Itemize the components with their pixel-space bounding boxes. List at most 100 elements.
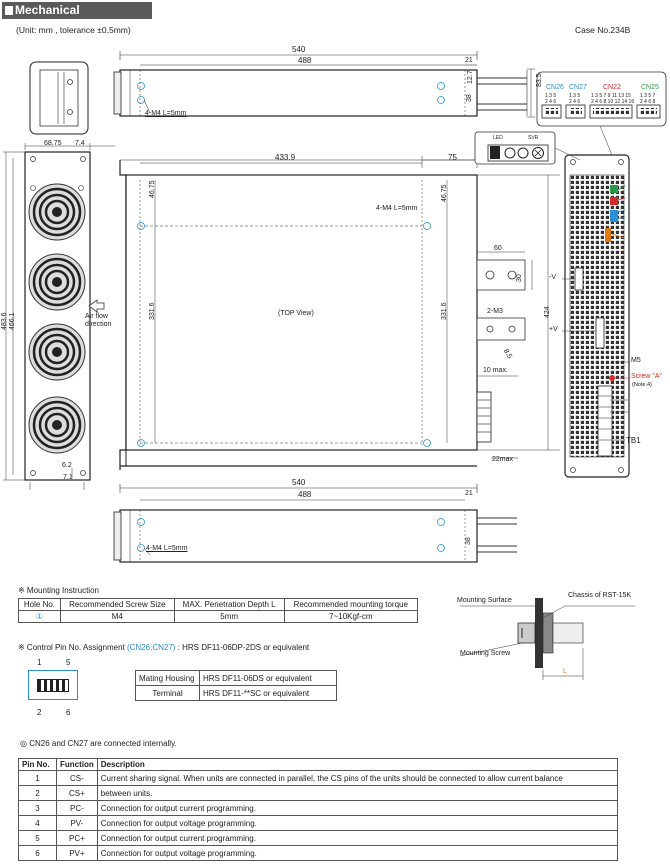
cn27-label: CN27: [569, 84, 587, 91]
mounting-diagram: [459, 598, 635, 680]
led-label: LED: [493, 135, 503, 141]
table-row: 5 PC+ Connection for output current prog…: [18, 830, 619, 846]
pin-function: PC+: [56, 830, 98, 846]
mounting-col-hole: Hole No.: [18, 598, 61, 611]
terminal-value: HRS DF11-**SC or equivalent: [199, 685, 337, 701]
svr-label: SVR: [528, 135, 539, 141]
dim-21-bottom: 21: [465, 490, 473, 497]
dim-21-top: 21: [465, 57, 473, 64]
dim-466-1: 466.1: [9, 312, 16, 330]
note4-label: (Note.4): [632, 382, 652, 388]
dim-38-top: 38: [466, 94, 473, 102]
led-svr-callout: [474, 131, 581, 165]
top-view: [119, 156, 560, 470]
pin-function: CS+: [56, 785, 98, 801]
pin-1-label: 1: [37, 658, 42, 667]
pin-description: Connection for output current programmin…: [96, 800, 619, 816]
cn22-top-pins: 1 3 5 7 9 11 13 15: [591, 93, 631, 99]
dim-7-1: 7.1: [63, 474, 73, 481]
l-dimension-label: L: [563, 668, 567, 675]
dim-483-6: 483.6: [1, 312, 8, 330]
pin-description: Connection for output voltage programmin…: [96, 815, 619, 831]
dim-433-9: 433.9: [275, 153, 296, 162]
dim-12-7: 12.7: [467, 70, 474, 84]
pin-6-label: 6: [66, 708, 71, 717]
pin-function: PC-: [56, 800, 98, 816]
mounting-table: Hole No. Recommended Screw Size MAX. Pen…: [18, 598, 419, 623]
top-side-view: [113, 51, 535, 118]
connector-callout: [536, 71, 667, 156]
unit-note: (Unit: mm , tolerance ±0.5mm): [16, 25, 131, 35]
mounting-torque-cell: 7~10Kgf-cm: [283, 610, 419, 623]
screw-label-bottom: 4-M4 L=5mm: [146, 545, 188, 552]
pin-function: CS-: [56, 770, 98, 786]
control-title-suffix: : HRS DF11-06DP-2DS or equivalent: [175, 643, 310, 652]
dim-10-max: 10 max.: [483, 367, 508, 374]
screw-a-label: Screw "A": [631, 373, 663, 380]
fan-4-icon: [28, 396, 86, 454]
dim-6-2: 6.2: [62, 462, 72, 469]
dim-488-top: 488: [298, 56, 312, 65]
mounting-surface-label: Mounting Surface: [457, 597, 512, 604]
cn26-bottom-pins: 2 4 6: [545, 99, 557, 105]
pin-function: PV-: [56, 815, 98, 831]
pin-function: PV+: [56, 845, 98, 861]
dim-60: 60: [494, 245, 502, 252]
dim-488-bottom: 488: [298, 490, 312, 499]
bottom-side-view: [113, 484, 517, 563]
table-row: ① M4 5mm 7~10Kgf-cm: [18, 610, 419, 623]
mounting-hole-cell: ①: [18, 610, 61, 623]
table-row: 4 PV- Connection for output voltage prog…: [18, 815, 619, 831]
table-row: 3 PC- Connection for output current prog…: [18, 800, 619, 816]
mounting-col-screw: Recommended Screw Size: [59, 598, 175, 611]
connected-note: ◎ CN26 and CN27 are connected internally…: [20, 739, 177, 748]
pin-header-row: Pin No. Function Description: [18, 758, 619, 771]
pin-5-label: 5: [66, 658, 71, 667]
cn22-bottom-pins: 2 4 6 8 10 12 14 16: [591, 99, 635, 105]
m5-label: M5: [631, 357, 641, 364]
pin-number: 1: [18, 770, 57, 786]
pin-col-description: Description: [96, 758, 619, 771]
tb1-label: TB1: [626, 436, 641, 445]
mounting-col-torque: Recommended mounting torque: [283, 598, 419, 611]
cn22-label: CN22: [603, 84, 621, 91]
dim-22-max: 22max: [492, 456, 514, 463]
control-title-prefix: ※ Control Pin No. Assignment: [18, 643, 127, 652]
cn27-bottom-pins: 2 4 6: [569, 99, 581, 105]
front-view: [3, 61, 115, 490]
case-number: Case No.234B: [575, 25, 631, 35]
cn26-label: CN26: [546, 84, 564, 91]
pin-number: 5: [18, 830, 57, 846]
pin-number: 6: [18, 845, 57, 861]
housing-key: Mating Housing: [135, 670, 200, 686]
cn25-top-pins: 1 3 5 7: [640, 93, 656, 99]
pin-description: Connection for output current programmin…: [96, 830, 619, 846]
pin-number: 3: [18, 800, 57, 816]
dim-424: 424: [544, 306, 551, 318]
airflow-label: Air flow direction: [85, 313, 112, 328]
screw-m3-label: 2-M3: [487, 308, 503, 315]
cn25-label: CN25: [641, 84, 659, 91]
pin-description: Connection for output voltage programmin…: [96, 845, 619, 861]
mounting-header-row: Hole No. Recommended Screw Size MAX. Pen…: [18, 598, 419, 611]
fan-1-icon: [28, 183, 86, 241]
screw-label-top: 4-M4 L=5mm: [145, 110, 187, 117]
mounting-depth-cell: 5mm: [173, 610, 285, 623]
top-view-label: (TOP View): [278, 310, 314, 317]
table-row: Terminal HRS DF11-**SC or equivalent: [135, 685, 337, 701]
pin-function-table: Pin No. Function Description 1 CS- Curre…: [18, 758, 619, 861]
dim-38-bottom: 38: [465, 537, 472, 545]
mounting-col-depth: MAX. Penetration Depth L: [173, 598, 285, 611]
control-title-connectors: (CN26,CN27): [126, 643, 176, 652]
square-bullet-icon: [5, 6, 13, 15]
dim-7-4: 7.4: [75, 140, 85, 147]
dim-75: 75: [448, 153, 457, 162]
pin-number: 2: [18, 785, 57, 801]
control-pin-title: ※ Control Pin No. Assignment (CN26,CN27)…: [18, 643, 309, 652]
rear-view: [562, 154, 630, 478]
mounting-title: ※ Mounting Instruction: [18, 586, 99, 595]
dim-30: 30: [516, 274, 523, 282]
screw-label-topview: 4-M4 L=5mm: [376, 205, 418, 212]
cn26-top-pins: 1 3 5: [545, 93, 557, 99]
neg-v-label: -V: [549, 274, 556, 281]
